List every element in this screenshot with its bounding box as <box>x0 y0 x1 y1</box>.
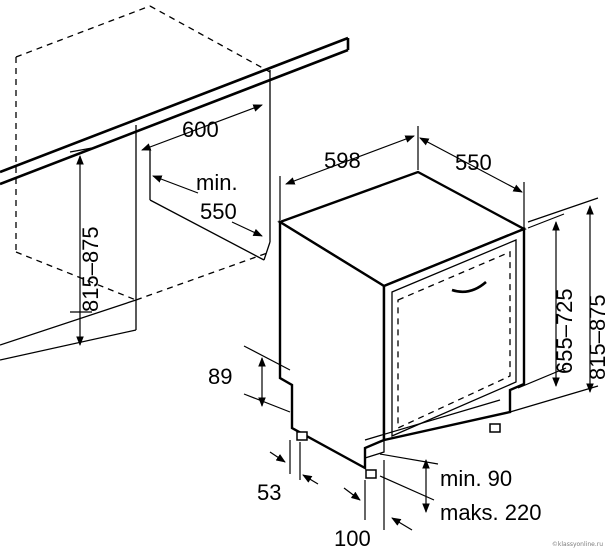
niche-depth-dimension-line <box>152 175 199 194</box>
foot-front-right <box>489 423 501 433</box>
foot-left-back <box>296 431 308 441</box>
appliance-width-ticks <box>279 126 419 220</box>
door-offset-label: 100 <box>334 526 371 550</box>
door-handle <box>451 281 487 294</box>
door-dashed-outline <box>397 251 511 430</box>
plinth-height-label: 89 <box>208 364 232 389</box>
plinth-clearance-max-label: maks. 220 <box>440 500 542 525</box>
plinth-clearance-ticks <box>379 453 439 501</box>
door-height-label: 655–725 <box>552 288 577 374</box>
door-inner-panel <box>391 239 517 437</box>
appliance-dimensions: 598 550 655–725 815–875 89 53 min. 90 ma… <box>208 126 607 550</box>
door-offset-ticks <box>364 460 385 530</box>
door-height-ticks <box>517 213 567 389</box>
appliance-width-label: 598 <box>324 148 361 173</box>
door-offset-line <box>343 487 361 501</box>
appliance-width-line <box>285 135 415 185</box>
kitchen-niche: 600 min. 550 815–875 <box>0 5 350 361</box>
plinth-recess-ticks <box>289 440 301 480</box>
countertop-outline <box>0 36 350 186</box>
dishwasher-appliance <box>277 170 527 479</box>
plinth-recess-line <box>269 451 286 463</box>
niche-depth-min-label: min. <box>196 170 238 195</box>
niche-walls <box>0 70 271 361</box>
niche-width-label: 600 <box>182 117 219 142</box>
appliance-depth-label: 550 <box>455 150 492 175</box>
plinth-clearance-min-label: min. 90 <box>440 466 512 491</box>
plinth-height-ticks <box>243 345 291 413</box>
upper-cabinet-hidden <box>15 5 271 301</box>
niche-width-dimension-line <box>141 104 263 151</box>
plinth-outline <box>364 399 501 459</box>
plinth-recess-line-2 <box>302 474 319 485</box>
watermark: ©klassyonline.ru <box>551 541 603 548</box>
plinth-recess-label: 53 <box>257 480 281 505</box>
niche-height-label: 815–875 <box>78 226 103 312</box>
appliance-height-ticks <box>509 197 599 413</box>
niche-depth-value-label: 550 <box>200 199 237 224</box>
niche-height-ticks <box>69 147 93 313</box>
foot-front-left <box>365 469 377 479</box>
niche-depth-dimension-line-2 <box>231 221 263 237</box>
appliance-height-label: 815–875 <box>585 294 607 380</box>
appliance-depth-line <box>419 137 523 193</box>
door-offset-line-2 <box>391 517 413 531</box>
